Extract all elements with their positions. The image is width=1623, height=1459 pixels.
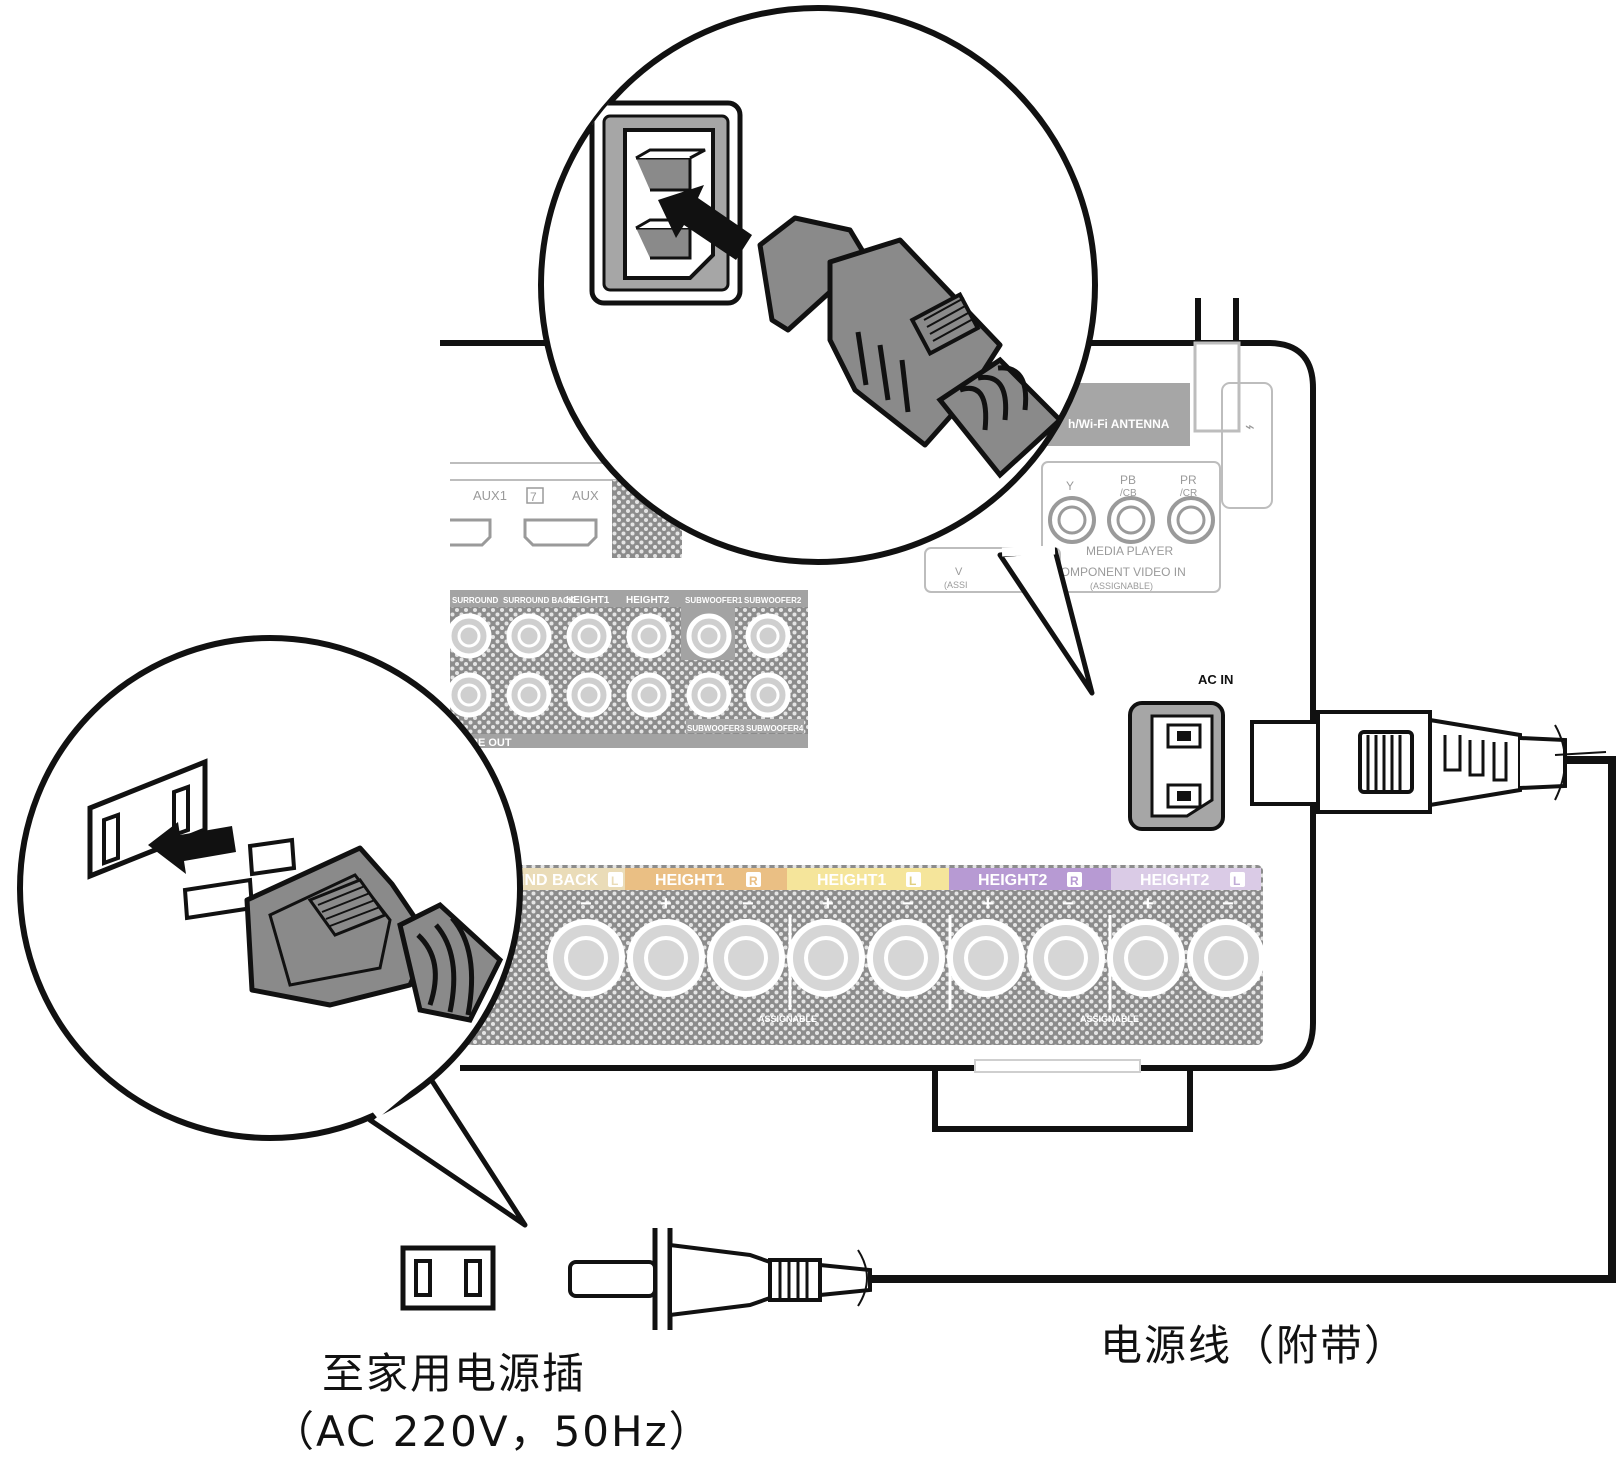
spk-header-height2-r: HEIGHT2 [978,872,1047,889]
callout-left [17,635,528,1228]
v-label: V [955,566,963,578]
pre-header-subwoofer2: SUBWOOFER2 [744,596,802,605]
pre-header-subwoofer1: SUBWOOFER1 [685,596,743,605]
pb-sub-label: /CB [1120,488,1137,499]
spk-lr-5: L [1233,874,1240,888]
spk-minus-2: − [742,893,754,915]
aux-number-label: 7 [530,490,537,504]
pr-sub-label: /CR [1180,488,1197,499]
receiver-rear-panel [440,340,1316,1132]
spk-plus-3: + [982,893,994,915]
media-player-label: MEDIA PLAYER [1086,544,1173,558]
ac-in-label: AC IN [1198,672,1233,687]
pre-header-surround-back: SURROUND BACK [503,596,575,605]
spk-assignable-1: ASSIGNABLE [758,1014,817,1024]
wall-outlet-bottom [400,1245,496,1311]
spk-minus-4: − [1062,893,1074,915]
wifi-antenna: ⌁ [1193,298,1273,509]
component-video-in-label: COMPONENT VIDEO IN [1052,565,1186,579]
spk-lr-2: R [749,874,758,888]
spk-lr-1: L [611,874,618,888]
two-pin-plug-bottom [568,1228,872,1330]
assi-label: (ASSI [944,580,968,590]
antenna-label: h/Wi-Fi ANTENNA [1068,417,1170,431]
power-cord-caption: 电源线（附带） [1100,1321,1409,1370]
spk-lr-4: R [1070,874,1079,888]
spk-plus-1: + [660,893,672,915]
spk-header-height1-r: HEIGHT1 [655,872,724,889]
power-cord [865,751,1616,1283]
pre-out-block: SURROUND SURROUND BACK HEIGHT1 HEIGHT2 S… [446,590,808,749]
component-assignable-label: (ASSIGNABLE) [1090,581,1153,591]
pr-label: PR [1180,473,1197,487]
y-label: Y [1066,479,1074,493]
spk-header-height1-l: HEIGHT1 [817,872,886,889]
callout-top [538,5,1098,696]
spk-minus-1: − [580,893,592,915]
aux1-label: AUX1 [473,488,507,503]
ac-in-socket: AC IN [1128,672,1233,831]
outlet-spec-caption: （AC 220V，50Hz） [272,1407,713,1456]
pre-label-subwoofer4: SUBWOOFER4 [746,724,804,733]
component-video-area: Y PB /CB PR /CR MEDIA PLAYER COMPONENT V… [924,461,1221,593]
spk-plus-4: + [1142,893,1154,915]
spk-lr-3: L [909,874,916,888]
iec-plug-right [1250,710,1567,814]
insert-arrow-icon-left [148,822,236,874]
pre-label-subwoofer3: SUBWOOFER3 [687,724,745,733]
spk-header-height2-l: HEIGHT2 [1140,872,1209,889]
pre-out-label: RE OUT [470,737,512,749]
spk-minus-3: − [902,893,914,915]
aux2-label: AUX [572,488,599,503]
pb-label: PB [1120,473,1136,487]
spk-header-surround-back: IND BACK [520,872,599,889]
pre-header-height2: HEIGHT2 [626,595,670,606]
speaker-terminal-block: IND BACK HEIGHT1 HEIGHT1 HEIGHT2 HEIGHT2… [460,865,1265,1045]
antenna-icon: ⌁ [1245,419,1255,436]
insert-arrow-icon [658,185,752,260]
spk-plus-2: + [822,893,834,915]
spk-assignable-2: ASSIGNABLE [1080,1014,1139,1024]
pre-header-surround: SURROUND [452,596,498,605]
pre-header-height1: HEIGHT1 [566,595,610,606]
outlet-caption: 至家用电源插 [322,1349,587,1398]
spk-minus-5: − [1222,893,1234,915]
